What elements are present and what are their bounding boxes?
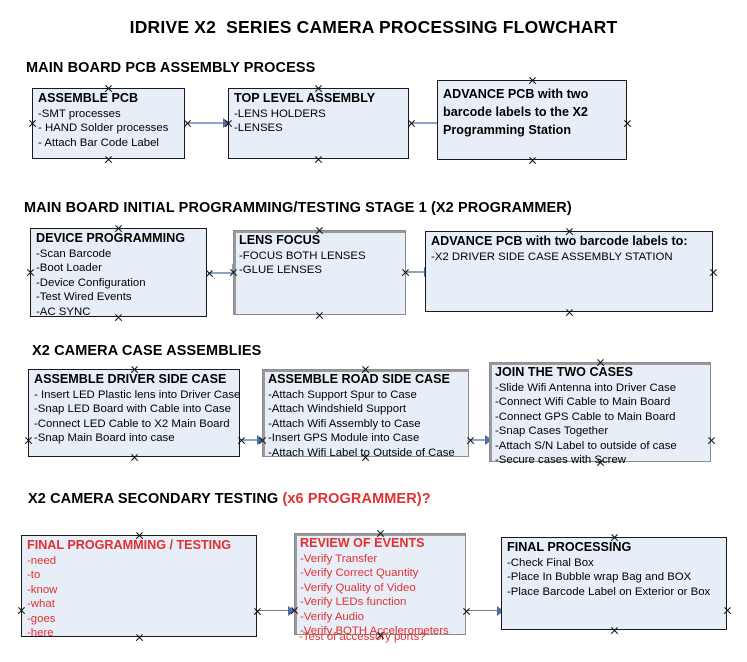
box-overflow-line: -Test of accessory ports? <box>299 631 426 643</box>
box-title: ASSEMBLE ROAD SIDE CASE <box>268 372 450 386</box>
box-line: -LENSES <box>234 122 283 135</box>
section-heading-accent: (x6 PROGRAMMER)? <box>282 491 431 507</box>
box-title: DEVICE PROGRAMMING <box>36 231 186 245</box>
box-line: - Insert LED Plastic lens into Driver Ca… <box>34 389 241 401</box>
box-line: -Attach Wifi Label to Outside of Case <box>268 446 455 459</box>
box-line: -Place In Bubble wrap Bag and BOX <box>507 571 692 584</box>
box-line: -Attach Support Spur to Case <box>268 389 417 401</box>
connector-line <box>406 271 430 273</box>
box-title: JOIN THE TWO CASES <box>495 365 633 379</box>
connector-line <box>186 122 228 124</box>
box-assemble-driver-side-case[interactable]: ASSEMBLE DRIVER SIDE CASE - Insert LED P… <box>28 369 240 457</box>
box-line: -Attach Windshield Support <box>268 403 407 416</box>
box-line: -Scan Barcode <box>36 248 112 260</box>
box-title: ADVANCE PCB with two barcode labels to t… <box>443 87 589 137</box>
box-line: -FOCUS BOTH LENSES <box>239 250 366 262</box>
box-title: ASSEMBLE DRIVER SIDE CASE <box>34 372 227 386</box>
connector-line <box>470 439 492 441</box>
box-line: -Snap Main Board into case <box>34 432 175 445</box>
box-title: ASSEMBLE PCB <box>38 91 139 105</box>
box-line: -Snap LED Board with Cable into Case <box>34 403 231 416</box>
box-line: -Verify Audio <box>300 610 364 623</box>
box-final-programming-testing[interactable]: FINAL PROGRAMMING / TESTING -need -to -k… <box>21 535 257 640</box>
box-title: FINAL PROCESSING <box>507 540 632 554</box>
connector-line <box>257 610 294 612</box>
box-line: -Test Wired Events <box>36 291 132 304</box>
page-title: IDRIVE X2 SERIES CAMERA PROCESSING FLOWC… <box>129 17 618 37</box>
box-line: -SMT processes <box>38 108 121 120</box>
box-line: -Device Configuration <box>36 276 146 289</box>
box-line: -Connect Wifi Cable to Main Board <box>495 396 671 409</box>
box-line: -goes <box>27 612 56 625</box>
box-line: -Slide Wifi Antenna into Driver Case <box>495 382 677 394</box>
box-line: -to <box>27 569 41 582</box>
box-line: -Place Barcode Label on Exterior or Box <box>507 585 711 598</box>
box-lens-focus[interactable]: LENS FOCUS -FOCUS BOTH LENSES -GLUE LENS… <box>233 230 406 315</box>
connector-line <box>241 439 263 441</box>
box-title: TOP LEVEL ASSEMBLY <box>234 91 376 105</box>
box-top-level-assembly[interactable]: TOP LEVEL ASSEMBLY -LENS HOLDERS -LENSES <box>228 88 409 159</box>
box-line: -Verify BOTH Accelerometers <box>300 625 449 638</box>
box-title: ADVANCE PCB with two barcode labels to: <box>431 234 688 248</box>
box-join-the-two-cases[interactable]: JOIN THE TWO CASES -Slide Wifi Antenna i… <box>489 362 711 466</box>
box-line: -Verify LEDs function <box>300 596 407 609</box>
box-line: -Verify Correct Quantity <box>300 567 419 580</box>
box-advance-pcb-to-driver-side-case[interactable]: ADVANCE PCB with two barcode labels to: … <box>425 231 713 312</box>
section-heading-x2-camera-secondary-testing: X2 CAMERA SECONDARY TESTING (x6 PROGRAMM… <box>28 491 431 507</box>
box-review-of-events[interactable]: REVIEW OF EVENTS -Verify Transfer -Verif… <box>294 533 466 638</box>
box-line: -need <box>27 555 57 567</box>
box-line: -know <box>27 583 58 596</box>
box-advance-pcb-to-x2-programming-station[interactable]: ADVANCE PCB with two barcode labels to t… <box>437 80 627 160</box>
box-line: -X2 DRIVER SIDE CASE ASSEMBLY STATION <box>431 251 673 263</box>
box-device-programming[interactable]: DEVICE PROGRAMMING -Scan Barcode -Boot L… <box>30 228 207 318</box>
box-line: -Insert GPS Module into Case <box>268 432 420 445</box>
box-assemble-pcb[interactable]: ASSEMBLE PCB -SMT processes - HAND Solde… <box>32 88 185 159</box>
box-title: LENS FOCUS <box>239 233 321 247</box>
box-line: -Attach S/N Label to outside of case <box>495 439 677 452</box>
section-heading-main-board-pcb-assembly-process: MAIN BOARD PCB ASSEMBLY PROCESS <box>26 60 316 76</box>
box-final-processing[interactable]: FINAL PROCESSING -Check Final Box -Place… <box>501 537 727 630</box>
box-line: -Verify Quality of Video <box>300 581 416 594</box>
connector-arrow-icon <box>485 435 492 445</box>
box-assemble-road-side-case[interactable]: ASSEMBLE ROAD SIDE CASE -Attach Support … <box>262 369 469 459</box>
box-line: - Attach Bar Code Label <box>38 136 159 149</box>
box-line: -Boot Loader <box>36 262 102 275</box>
section-heading-x2-camera-case-assemblies: X2 CAMERA CASE ASSEMBLIES <box>32 343 262 359</box>
section-heading-text: X2 CAMERA SECONDARY TESTING <box>28 491 283 507</box>
connector-line <box>466 610 504 612</box>
box-line: -here <box>27 627 54 640</box>
connector-arrow-icon <box>223 118 230 128</box>
box-title: REVIEW OF EVENTS <box>300 536 425 550</box>
box-line: -Connect LED Cable to X2 Main Board <box>34 417 230 430</box>
section-heading-main-board-initial-programming: MAIN BOARD INITIAL PROGRAMMING/TESTING S… <box>24 200 572 216</box>
connector-arrow-icon <box>257 435 264 445</box>
connector-line <box>410 122 443 124</box>
connector-arrow-icon <box>497 606 504 616</box>
box-line: -Secure cases with Screw <box>495 454 627 467</box>
box-line: -Check Final Box <box>507 557 594 569</box>
box-line: -Attach Wifi Assembly to Case <box>268 417 421 430</box>
box-line: -what <box>27 598 55 611</box>
connector-line <box>208 272 234 274</box>
box-line: - HAND Solder processes <box>38 122 169 135</box>
box-line: -GLUE LENSES <box>239 264 322 277</box>
connector-arrow-icon <box>288 606 295 616</box>
box-line: -LENS HOLDERS <box>234 108 326 120</box>
box-line: -Snap Cases Together <box>495 425 609 438</box>
box-line: -AC SYNC <box>36 305 91 318</box>
box-title: FINAL PROGRAMMING / TESTING <box>27 538 232 552</box>
box-line: -Verify Transfer <box>300 553 378 565</box>
box-line: -Connect GPS Cable to Main Board <box>495 410 676 423</box>
